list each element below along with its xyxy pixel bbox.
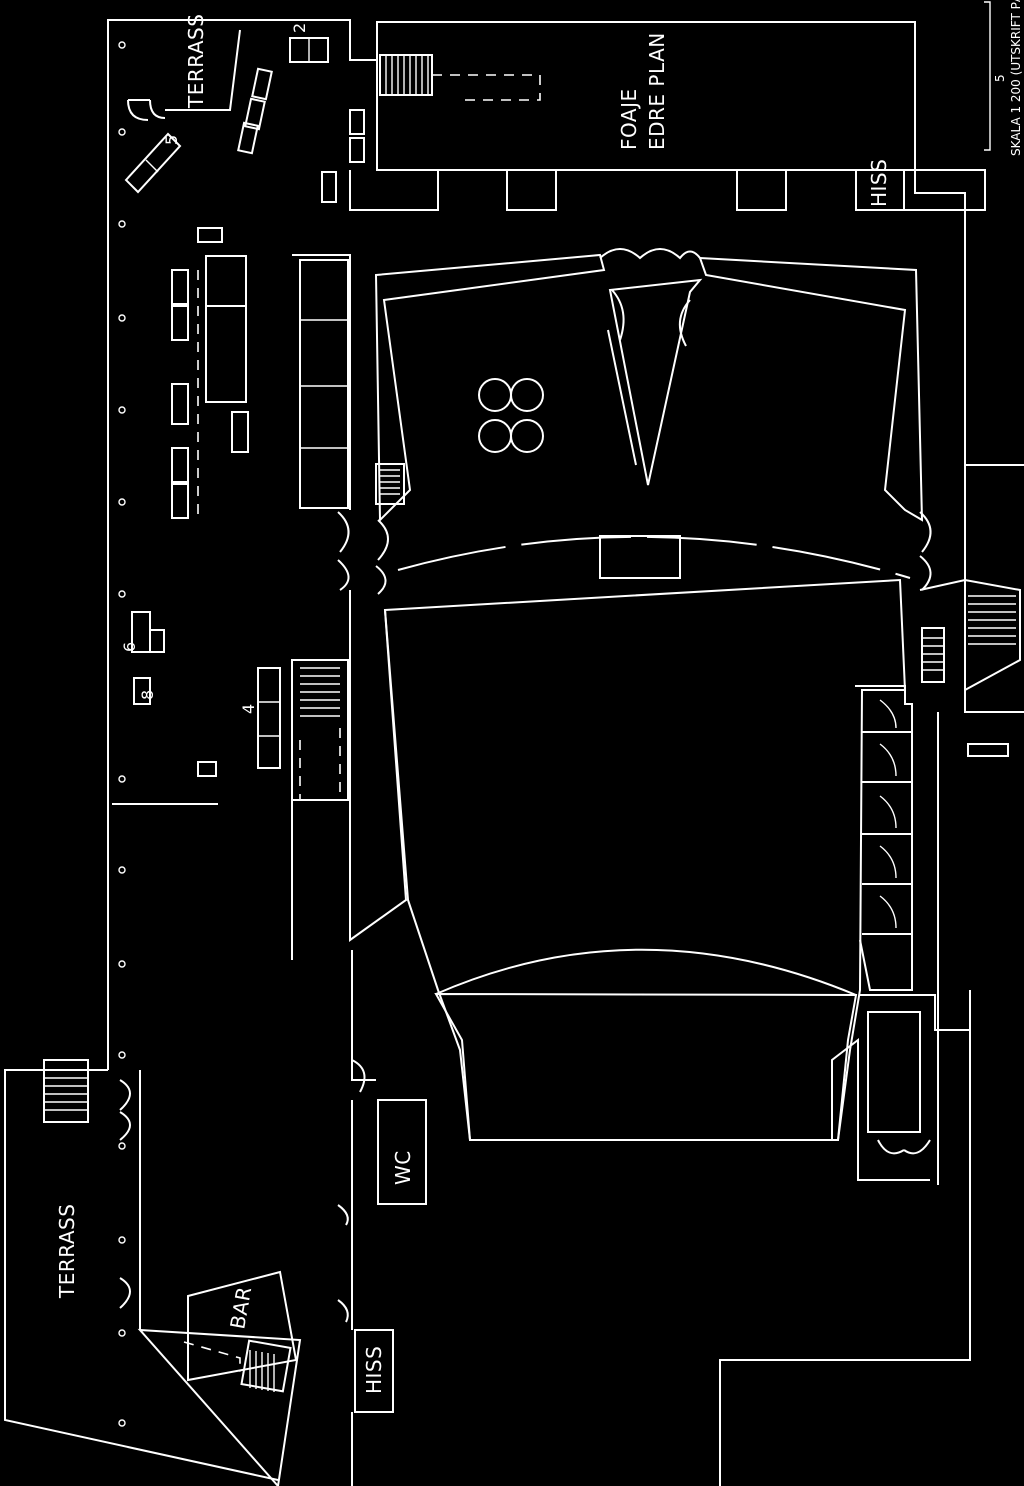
outer-wall-bottom-right (719, 1196, 971, 1486)
label-terrass-top: TERRASS (184, 14, 208, 109)
door-lower-left (351, 1059, 366, 1093)
door-wc (337, 1204, 349, 1226)
lobby-stair-small (375, 463, 405, 505)
stage-lower (434, 992, 858, 1141)
lounge-table-2 (205, 305, 247, 403)
stage-arc-lower (435, 948, 857, 996)
right-stair-outer-treads (968, 595, 1016, 645)
marker-8: 8 (138, 690, 157, 700)
stage-box (599, 535, 681, 579)
stair-left-terrace-treads (44, 1069, 88, 1111)
door-lower-right (877, 1139, 931, 1155)
v-partition-rail (607, 329, 637, 466)
lobby-stair-small-treads (380, 469, 400, 495)
round-table-2 (510, 378, 544, 412)
stair-foyer-treads (385, 55, 429, 95)
label-hiss-left: HISS (362, 1346, 386, 1394)
stair-foyer (379, 54, 433, 96)
wc-room (377, 1099, 427, 1205)
terrass-top-bench-2 (244, 97, 266, 131)
foyer-upper-room (376, 21, 916, 171)
door-left-upper (337, 511, 350, 591)
table-8 (133, 677, 151, 705)
lounge-bench-row (171, 269, 249, 519)
stage-arc-top (397, 535, 911, 579)
stair-foyer-run (432, 74, 541, 101)
auditorium-outline-right (698, 256, 924, 522)
right-rooms (862, 699, 912, 935)
round-table-4 (510, 419, 544, 453)
v-partition (608, 278, 703, 486)
round-table-1 (478, 378, 512, 412)
terrass-top-wall (165, 29, 241, 111)
left-wall-lower (351, 950, 376, 1081)
label-foaje-line1: FOAJE (617, 88, 641, 150)
lower-right-outer (831, 1037, 930, 1181)
right-bench (967, 743, 1009, 757)
marker-6: 6 (120, 642, 139, 652)
table-4 (257, 667, 281, 769)
right-stair (921, 627, 945, 683)
hiss-left-box (354, 1329, 394, 1413)
scale-tick: 5 (993, 74, 1007, 82)
stair-center-treads (300, 667, 340, 717)
columns (118, 41, 126, 1427)
lower-right-block (860, 994, 970, 1031)
terrass-top-bench-1 (251, 67, 273, 101)
marker-4: 4 (239, 704, 258, 714)
terrass-top-door (127, 99, 166, 121)
table-6b (149, 629, 165, 653)
lobby-cabinets (299, 259, 349, 509)
outer-wall-left-bottom (4, 1069, 279, 1481)
right-far-wall (964, 690, 1024, 713)
door-left-upper-b (375, 519, 389, 595)
auditorium-outline (374, 253, 606, 523)
right-rooms-wall (855, 685, 913, 991)
foyer-seat-2 (349, 137, 365, 163)
seating-hall (383, 578, 907, 1141)
foyer-lower-wall (349, 170, 439, 211)
door-top-center (599, 248, 701, 260)
bar-area (137, 1328, 302, 1486)
terrass-top-seat (124, 132, 182, 194)
stair-left-terrace (43, 1059, 89, 1123)
door-hiss-left (337, 1299, 349, 1323)
door-right-upper (919, 511, 932, 591)
foyer-block-3 (736, 170, 787, 211)
foyer-block-2 (506, 170, 557, 211)
lower-right-room (867, 1011, 921, 1133)
round-table-3 (478, 419, 512, 453)
lobby-wall-left (292, 254, 351, 510)
label-bar: BAR (225, 1285, 256, 1331)
door-left-terrace-1 (119, 1079, 131, 1141)
lounge-seat-b (197, 761, 217, 777)
scale-bar (984, 1, 991, 151)
label-foaje-line2: EDRE PLAN (645, 32, 669, 150)
hiss-right-box (855, 169, 905, 211)
label-terrass-left: TERRASS (55, 1204, 79, 1299)
door-v-left (611, 289, 625, 341)
foyer-seat-3 (321, 171, 337, 203)
lounge-table-1 (205, 255, 247, 307)
lounge-seat-a (197, 227, 223, 243)
marker-2: 2 (290, 23, 309, 33)
marker-5: 5 (162, 135, 181, 145)
right-stair-treads (922, 637, 944, 671)
right-stair-outer (919, 578, 1021, 691)
door-v-right (679, 299, 691, 347)
label-hiss-right: HISS (867, 159, 891, 207)
foyer-seat-1 (349, 109, 365, 135)
right-wall-strip (904, 169, 986, 211)
terrass-top-bench-3 (237, 121, 259, 155)
door-left-terrace-2 (119, 1277, 131, 1309)
bar-stair-treads (249, 1350, 275, 1392)
scale-caption: SKALA 1 200 (UTSKRIFT PÅ A3 (1008, 0, 1023, 156)
label-wc: WC (391, 1150, 415, 1185)
